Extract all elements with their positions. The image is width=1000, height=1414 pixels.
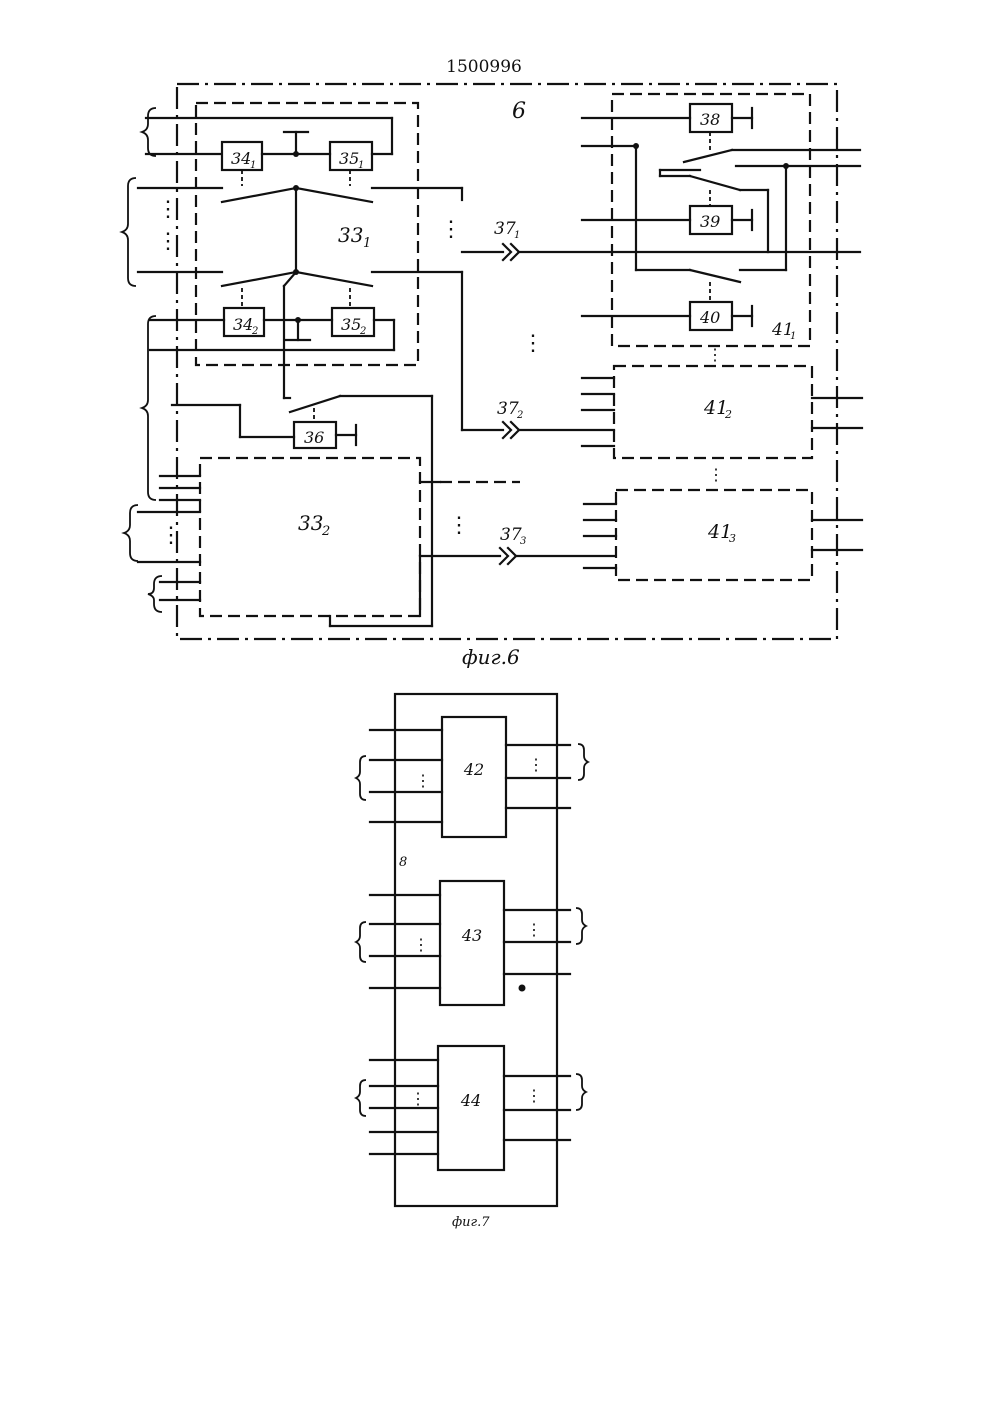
- block-33-2-frame: [200, 458, 420, 616]
- block-39-label: 39: [700, 212, 720, 231]
- figure-6: 6 33 1 34 1 35 1: [122, 84, 862, 669]
- svg-text:2: 2: [321, 524, 330, 539]
- svg-text:⋮: ⋮: [526, 920, 542, 939]
- block-40-label: 40: [699, 308, 720, 327]
- connector-37-3: 37 3: [500, 525, 614, 564]
- svg-text:2: 2: [724, 408, 732, 421]
- switch-40: [690, 270, 740, 282]
- connector-37-1: 37 1: [462, 219, 860, 260]
- svg-text:2: 2: [516, 410, 523, 421]
- svg-text:37: 37: [497, 399, 519, 419]
- svg-text:1: 1: [363, 236, 371, 251]
- svg-text:1: 1: [514, 230, 520, 241]
- svg-text:⋮: ⋮: [415, 771, 431, 790]
- svg-text:35: 35: [339, 149, 359, 168]
- svg-text:34: 34: [231, 149, 251, 168]
- svg-text:⋮: ⋮: [708, 465, 724, 484]
- block-43-label: 43: [461, 926, 482, 945]
- patent-number: 1500996: [446, 57, 522, 77]
- svg-text:37: 37: [500, 525, 522, 545]
- block-42-label: 42: [463, 760, 484, 779]
- brace-42-right: [578, 744, 588, 780]
- svg-text:⋮: ⋮: [707, 345, 723, 364]
- switch-bottom-right: [296, 272, 372, 286]
- svg-text:⋮: ⋮: [440, 217, 462, 242]
- outer-label-7: 8: [399, 855, 407, 870]
- svg-text:⋮: ⋮: [413, 935, 429, 954]
- svg-text:3: 3: [729, 532, 736, 545]
- block-33-2-label: 33 2: [298, 511, 330, 539]
- brace-43-left: [356, 922, 366, 962]
- block-36-label: 36: [304, 428, 324, 447]
- svg-text:⋮: ⋮: [526, 1086, 542, 1105]
- block-44-label: 44: [460, 1091, 481, 1110]
- switch-39: [690, 176, 740, 190]
- svg-text:1: 1: [790, 331, 796, 342]
- connector-37-2: 37 2: [462, 399, 614, 438]
- svg-text:35: 35: [341, 315, 361, 334]
- svg-text:3: 3: [520, 536, 526, 547]
- svg-text:2: 2: [359, 326, 366, 337]
- svg-text:⋮: ⋮: [448, 513, 470, 538]
- svg-text:33: 33: [338, 223, 363, 247]
- brace-43-right: [576, 908, 586, 944]
- svg-text:1: 1: [250, 160, 256, 171]
- svg-text:33: 33: [298, 511, 323, 535]
- svg-text:⋮: ⋮: [157, 197, 179, 222]
- block-41-3-label: 41 3: [707, 521, 736, 545]
- svg-text:2: 2: [251, 326, 258, 337]
- svg-text:⋮: ⋮: [157, 229, 179, 254]
- svg-text:37: 37: [494, 219, 516, 239]
- svg-text:⋮: ⋮: [410, 1089, 426, 1108]
- brace-44-left: [356, 1080, 366, 1116]
- brace-33-2-mid: [124, 505, 138, 561]
- switch-36: [290, 396, 340, 412]
- brace-lower-left: [142, 316, 156, 500]
- svg-text:⋮: ⋮: [528, 755, 544, 774]
- svg-text:34: 34: [233, 315, 253, 334]
- block-38-label: 38: [700, 110, 720, 129]
- outer-label-6: 6: [512, 99, 526, 124]
- block-41-1-label: 41 1: [771, 320, 796, 342]
- brace-mid-left: [122, 178, 136, 286]
- block-41-2-label: 41 2: [703, 397, 732, 421]
- svg-text:⋮: ⋮: [160, 523, 182, 548]
- brace-44-right: [576, 1074, 586, 1110]
- brace-42-left: [356, 756, 366, 800]
- switch-top-right: [296, 188, 372, 202]
- block-33-1-label: 33 1: [338, 223, 371, 251]
- figure-6-caption: фиг.6: [462, 645, 520, 669]
- figure-7: 8 42 ⋮ ⋮ 43 ⋮ ⋮ 44 ⋮: [356, 694, 588, 1230]
- svg-text:1: 1: [358, 160, 364, 171]
- figure-7-caption: фиг.7: [452, 1215, 490, 1230]
- brace-top-left: [142, 108, 156, 156]
- svg-text:⋮: ⋮: [522, 331, 544, 356]
- switch-top-left: [222, 188, 296, 202]
- switch-38: [684, 150, 732, 162]
